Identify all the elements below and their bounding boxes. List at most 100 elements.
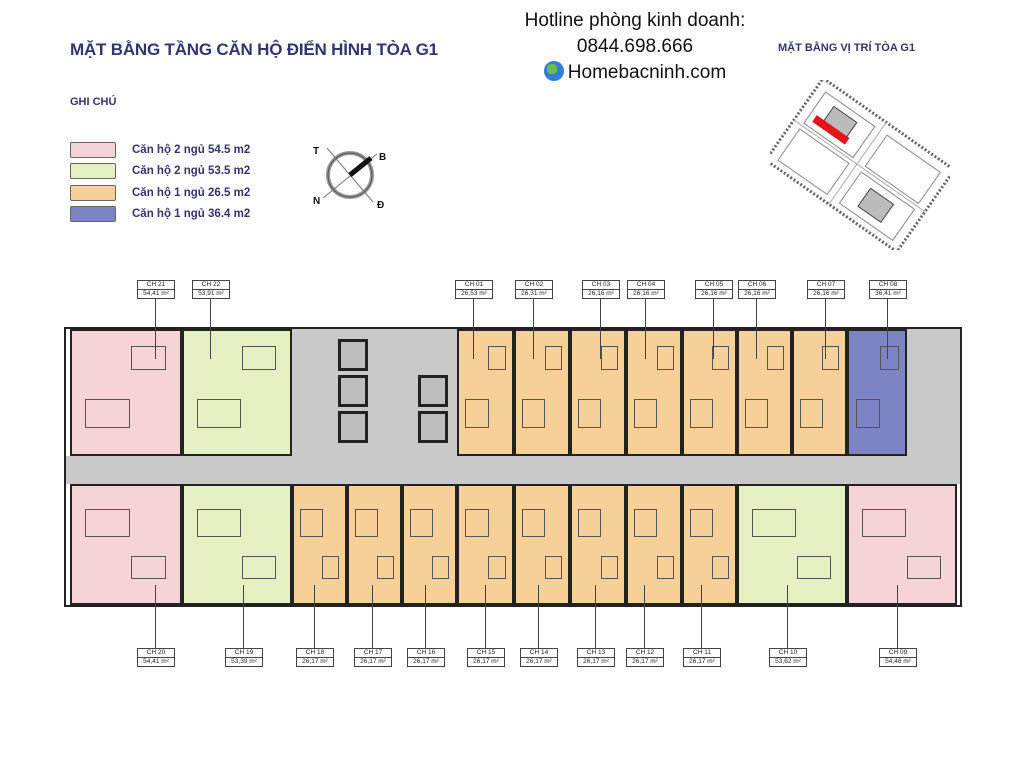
unit-area: 26,17 m² — [627, 657, 663, 666]
legend-label: Căn hộ 1 ngủ 36.4 m2 — [132, 208, 251, 220]
leader-line — [897, 585, 898, 648]
elevator-shaft — [418, 375, 448, 407]
apartment-unit[interactable] — [514, 329, 570, 456]
leader-line — [243, 585, 244, 648]
legend-label: Căn hộ 2 ngủ 53.5 m2 — [132, 165, 251, 177]
apartment-unit[interactable] — [792, 329, 847, 456]
bathroom — [242, 556, 277, 580]
apartment-unit[interactable] — [457, 484, 514, 605]
bathroom — [600, 556, 619, 580]
bedroom — [800, 398, 823, 428]
bathroom — [544, 345, 563, 370]
bathroom — [712, 556, 730, 580]
bathroom — [544, 556, 563, 580]
typical-floor-plan — [64, 327, 962, 607]
apartment-unit[interactable] — [626, 329, 682, 456]
unit-area: 26,31 m² — [516, 289, 552, 298]
bedroom — [84, 398, 131, 428]
leader-line — [425, 585, 426, 648]
leader-line — [314, 585, 315, 648]
unit-area: 53,91 m² — [193, 289, 229, 298]
apartment-unit[interactable] — [514, 484, 570, 605]
apartment-unit[interactable] — [402, 484, 457, 605]
bedroom — [578, 509, 602, 538]
apartment-unit[interactable] — [70, 329, 182, 456]
unit-area: 26,16 m² — [739, 289, 775, 298]
apartment-unit[interactable] — [682, 484, 737, 605]
corridor — [66, 456, 960, 484]
bathroom — [656, 556, 675, 580]
unit-id: CH 08 — [878, 281, 898, 288]
apartment-unit[interactable] — [457, 329, 514, 456]
website-link[interactable]: Homebacninh.com — [567, 62, 727, 83]
page-title: MẶT BẰNG TẦNG CĂN HỘ ĐIỂN HÌNH TÒA G1 — [70, 40, 438, 59]
site-location-map — [763, 76, 957, 254]
apartment-unit[interactable] — [626, 484, 682, 605]
unit-area: 26,17 m² — [521, 657, 557, 666]
apartment-unit[interactable] — [682, 329, 737, 456]
apartment-unit[interactable] — [847, 329, 907, 456]
unit-area: 26,17 m² — [355, 657, 391, 666]
site-plan-image — [763, 76, 957, 254]
leader-line — [155, 585, 156, 648]
apartment-unit[interactable] — [70, 484, 182, 605]
apartment-unit[interactable] — [570, 484, 626, 605]
hotline-number[interactable]: 0844.698.666 — [576, 36, 694, 57]
elevator-shaft — [418, 411, 448, 443]
legend-item: Căn hộ 1 ngủ 26.5 m2 — [70, 185, 250, 201]
stair-core-left — [292, 329, 330, 456]
unit-id: CH 09 — [888, 649, 908, 656]
legend-title: GHI CHÚ — [70, 96, 117, 108]
apartment-unit[interactable] — [182, 329, 292, 456]
apartment-unit[interactable] — [737, 329, 792, 456]
compass-west: T — [313, 146, 320, 157]
bathroom — [242, 345, 277, 370]
legend-label: Căn hộ 1 ngủ 26.5 m2 — [132, 187, 251, 199]
unit-id: CH 18 — [305, 649, 325, 656]
stair-core-right — [907, 329, 960, 456]
apartment-unit[interactable] — [182, 484, 292, 605]
unit-area: 26,17 m² — [468, 657, 504, 666]
unit-area: 26,53 m² — [456, 289, 492, 298]
bedroom — [578, 398, 602, 428]
legend-swatch-green — [70, 163, 116, 179]
bedroom — [522, 398, 546, 428]
bathroom — [797, 556, 832, 580]
bathroom — [322, 556, 340, 580]
bathroom — [488, 556, 507, 580]
bedroom — [634, 509, 658, 538]
hotline-label: Hotline phòng kinh doanh: — [524, 10, 746, 31]
bathroom — [656, 345, 675, 370]
leader-line — [825, 299, 826, 359]
unit-area: 26,16 m² — [808, 289, 844, 298]
unit-id: CH 04 — [636, 281, 656, 288]
bathroom — [432, 556, 450, 580]
apartment-unit[interactable] — [292, 484, 347, 605]
leader-line — [473, 299, 474, 359]
unit-area: 26,16 m² — [583, 289, 619, 298]
unit-area: 26,16 m² — [628, 289, 664, 298]
leader-line — [644, 585, 645, 648]
elevator-shaft — [338, 375, 368, 407]
bedroom — [690, 509, 713, 538]
bedroom — [410, 509, 433, 538]
leader-line — [787, 585, 788, 648]
apartment-unit[interactable] — [347, 484, 402, 605]
leader-line — [887, 299, 888, 359]
leader-line — [485, 585, 486, 648]
apartment-unit[interactable] — [847, 484, 957, 605]
apartment-unit[interactable] — [737, 484, 847, 605]
bedroom — [861, 509, 907, 538]
bedroom — [465, 509, 489, 538]
leader-line — [210, 299, 211, 359]
unit-id: CH 12 — [635, 649, 655, 656]
apartment-unit[interactable] — [570, 329, 626, 456]
